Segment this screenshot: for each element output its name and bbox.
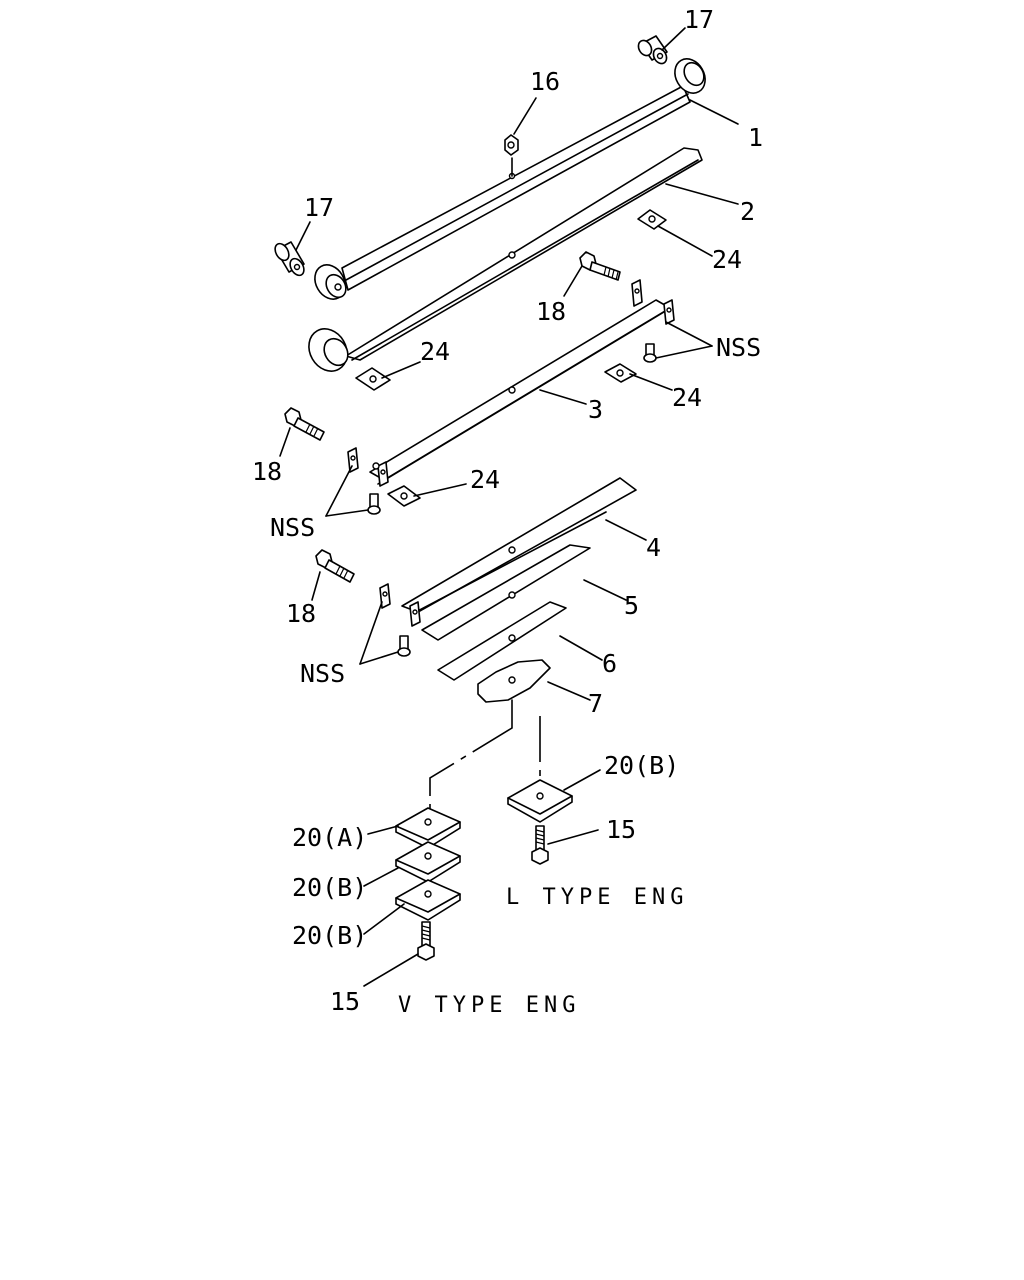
callout-24-c: 24 (672, 383, 702, 412)
rivet-nss-3 (397, 635, 411, 657)
callout-20b-1: 20(B) (292, 873, 367, 902)
callout-24-a: 24 (712, 245, 742, 274)
spacer-7 (477, 659, 551, 703)
callout-nss-3: NSS (300, 659, 345, 688)
callout-20a: 20(A) (292, 823, 367, 852)
leaf-6 (437, 601, 567, 681)
callout-24-d: 24 (470, 465, 500, 494)
leaf-2 (308, 147, 703, 372)
plate-20b-1 (395, 841, 461, 883)
callout-20b-2: 20(B) (292, 921, 367, 950)
bolt-15-l-type (531, 825, 549, 865)
callout-17-top: 17 (684, 5, 714, 34)
rivet-nss-2 (367, 493, 381, 515)
pad-24-d (387, 485, 421, 507)
callout-24-b: 24 (420, 337, 450, 366)
callout-16: 16 (530, 67, 560, 96)
bolt-18-low (315, 549, 355, 583)
bushing-17-top (637, 35, 668, 65)
rivet-nss-1 (643, 343, 657, 363)
leader-lines (279, 27, 739, 987)
callout-2: 2 (740, 197, 755, 226)
caption-l-type-eng: L TYPE ENG (506, 885, 688, 910)
callout-7: 7 (588, 689, 603, 718)
callout-4: 4 (646, 533, 661, 562)
pad-24-b (355, 367, 391, 391)
plate-20b-2 (395, 879, 461, 921)
callout-15-l-type: 15 (606, 815, 636, 844)
callout-18-top: 18 (536, 297, 566, 326)
pad-24-a (637, 209, 667, 230)
callout-6: 6 (602, 649, 617, 678)
leaf-5 (421, 544, 591, 641)
callout-nss-1: NSS (716, 333, 761, 362)
pad-24-c (604, 363, 637, 383)
bolt-15-v-type (417, 921, 435, 961)
bushing-17-left (274, 241, 305, 277)
caption-v-type-eng: V TYPE ENG (398, 993, 580, 1018)
callout-5: 5 (624, 591, 639, 620)
callout-20b-l-type: 20(B) (604, 751, 679, 780)
leaf-3 (347, 279, 675, 487)
callout-18-mid: 18 (252, 457, 282, 486)
callout-nss-2: NSS (270, 513, 315, 542)
callout-15-v-type: 15 (330, 987, 360, 1016)
bolt-18-top (579, 251, 621, 281)
centre-bolt-lines (429, 699, 541, 812)
bolt-18-mid (284, 407, 325, 441)
callout-3: 3 (588, 395, 603, 424)
callout-18-low: 18 (286, 599, 316, 628)
leaf-4 (379, 477, 637, 627)
main-leaf-1 (314, 58, 706, 300)
nut-16 (504, 134, 519, 177)
plate-20b-l-type (507, 779, 573, 823)
callout-17-left: 17 (304, 193, 334, 222)
callout-1: 1 (748, 123, 763, 152)
